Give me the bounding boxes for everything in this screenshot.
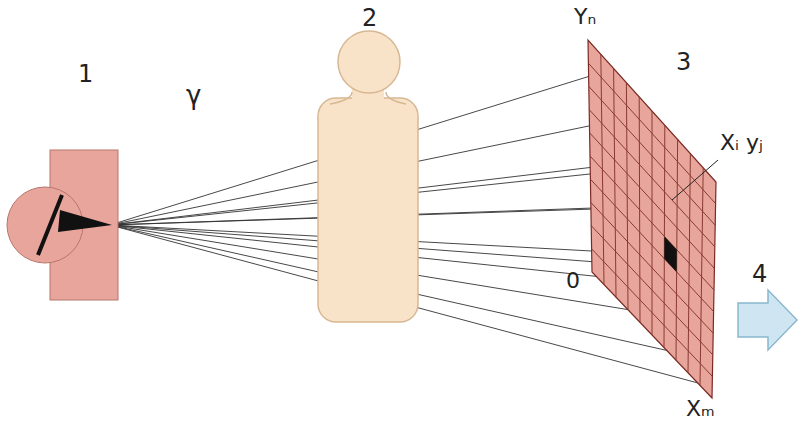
output-arrow: [738, 290, 797, 350]
callout-number: 1: [78, 62, 93, 86]
callout-number: 3: [676, 50, 691, 74]
pixel-label: Xᵢ yⱼ: [720, 132, 763, 154]
axis-label: Xₘ: [686, 398, 715, 420]
detector-grid: [588, 40, 716, 398]
x-ray-tube: [7, 150, 118, 300]
detector-plate: [588, 40, 716, 398]
axis-label: Yₙ: [574, 6, 596, 28]
grid-line: [588, 63, 715, 203]
leader-line: [672, 160, 718, 200]
patient: [318, 31, 418, 322]
grid-line: [700, 168, 703, 386]
grid-line: [590, 133, 715, 269]
pixel-cell: [664, 236, 676, 271]
gamma-label: γ: [186, 82, 201, 108]
callout-number: 2: [362, 6, 377, 30]
grid-line: [688, 154, 690, 373]
callout-number: 4: [752, 262, 767, 286]
origin-label: 0: [566, 270, 580, 292]
grid-line: [590, 156, 714, 290]
grid-line: [589, 110, 715, 247]
grid-line: [589, 86, 715, 225]
